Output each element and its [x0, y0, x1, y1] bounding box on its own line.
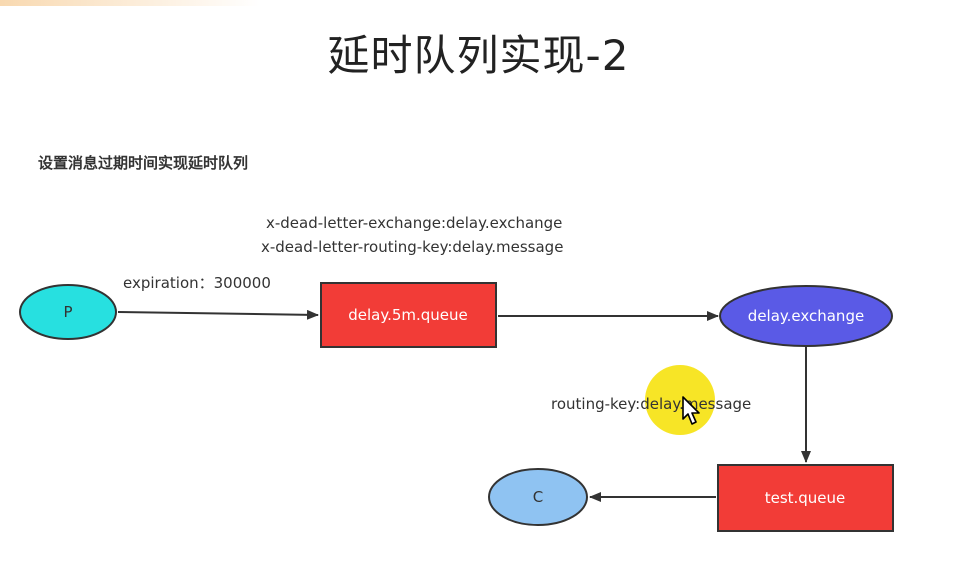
- arrow-producer-to-queue: [117, 309, 319, 320]
- delay-queue-label: delay.5m.queue: [348, 306, 468, 324]
- producer-node[interactable]: P: [19, 284, 117, 340]
- page-title: 延时队列实现-2: [327, 31, 630, 80]
- consumer-label: C: [533, 488, 543, 506]
- delay-exchange-node[interactable]: delay.exchange: [719, 285, 893, 347]
- test-queue-label: test.queue: [765, 489, 846, 507]
- cursor-highlight: [645, 365, 715, 435]
- delay-exchange-label: delay.exchange: [748, 307, 864, 325]
- diagram-subtitle: 设置消息过期时间实现延时队列: [38, 154, 249, 172]
- delay-queue-node[interactable]: delay.5m.queue: [320, 282, 497, 348]
- producer-label: P: [63, 303, 72, 321]
- dead-letter-routing-key-label: x-dead-letter-routing-key:delay.message: [261, 238, 564, 256]
- expiration-label: expiration：300000: [123, 274, 271, 292]
- dead-letter-exchange-label: x-dead-letter-exchange:delay.exchange: [266, 214, 563, 232]
- top-fade-decoration: [0, 0, 260, 6]
- mouse-cursor-icon: [682, 396, 700, 425]
- routing-key-label: routing-key:delay.message: [551, 395, 752, 413]
- test-queue-node[interactable]: test.queue: [717, 464, 894, 532]
- consumer-node[interactable]: C: [488, 468, 588, 526]
